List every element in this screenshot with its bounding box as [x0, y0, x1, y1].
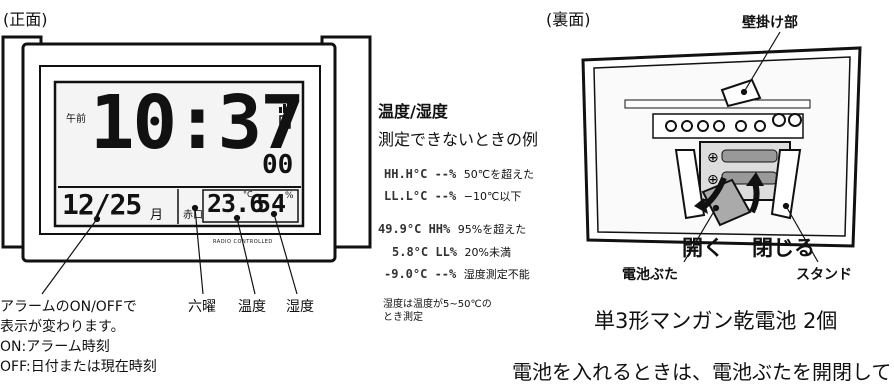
humidity-label: 湿度 — [286, 299, 314, 315]
temperature-unit: °C — [243, 190, 253, 199]
example-row: -9.0°C --% 湿度測定不能 — [384, 266, 530, 282]
wall-hook-label: 壁掛け部 — [742, 15, 798, 31]
example-display: 49.9°C HH% — [378, 222, 451, 236]
measure-title: 温度/湿度 — [378, 102, 448, 121]
example-display: -9.0°C --% — [384, 267, 457, 281]
stand-label: スタンド — [796, 267, 852, 283]
back-heading: (裏面) — [546, 10, 591, 29]
back-clock: ⊕ ⊕ — [581, 46, 862, 248]
front-clock — [1, 35, 372, 263]
example-text: 50℃を超えた — [463, 168, 535, 181]
front-heading: (正面) — [3, 10, 48, 29]
battery-info: 単3形マンガン乾電池 2個 — [594, 309, 838, 333]
example-row: HH.H°C --% 50℃を超えた — [384, 166, 534, 182]
wall-hook-icon — [720, 78, 762, 108]
stand-left — [674, 149, 706, 220]
open-label: 開く — [682, 236, 724, 260]
date-unit: 月 — [150, 208, 164, 223]
time-display: 10:37 — [90, 80, 305, 166]
front-leaders — [41, 204, 298, 295]
alarm-mark-icon — [279, 115, 291, 129]
rokuyo-label: 六曜 — [188, 299, 216, 315]
humidity-unit: % — [285, 191, 294, 201]
close-label: 閉じる — [752, 236, 815, 260]
example-text: 95%を超えた — [457, 223, 527, 236]
seconds-display: 00 — [262, 150, 294, 180]
example-text: −10℃以下 — [463, 190, 522, 203]
example-text: 20%未満 — [464, 246, 511, 259]
example-row: 5.8°C LL% 20%未満 — [392, 244, 511, 260]
example-text: 湿度測定不能 — [463, 268, 530, 281]
svg-text:⊕: ⊕ — [707, 172, 719, 188]
temperature-display: 23.6 — [207, 189, 264, 218]
brand-label: RADIO CONTROLLED — [213, 239, 273, 245]
alarm-label-line2: 表示が変わります。 — [0, 319, 125, 335]
example-display: HH.H°C --% — [384, 167, 457, 181]
measure-note-line2: とき測定 — [383, 312, 423, 323]
measure-note-line1: 湿度は温度が5~50℃の — [383, 299, 492, 310]
example-display: LL.L°C --% — [384, 189, 457, 203]
battery-cover-label: 電池ぶた — [622, 267, 678, 283]
example-row: 49.9°C HH% 95%を超えた — [378, 221, 526, 237]
example-display: 5.8°C LL% — [392, 245, 458, 259]
measure-subtitle: 測定できないときの例 — [378, 130, 539, 149]
stand-right — [770, 149, 802, 220]
example-row: LL.L°C --% −10℃以下 — [384, 188, 521, 204]
svg-text:⊕: ⊕ — [707, 150, 719, 166]
date-display: 12/25 — [62, 188, 142, 221]
lcd-panel — [53, 80, 305, 228]
temperature-label: 温度 — [238, 299, 266, 315]
ampm-indicator: 午前 — [66, 114, 86, 125]
humidity-display: 54 — [256, 189, 287, 218]
back-leaders — [683, 31, 819, 263]
alarm-label-off: OFF:日付または現在時刻 — [0, 359, 157, 375]
alarm-label-on: ON:アラーム時刻 — [0, 339, 110, 355]
battery-instruction: 電池を入れるときは、電池ぶたを開閉して — [512, 360, 892, 384]
rokuyo-display: 赤口 — [183, 210, 203, 221]
alarm-label-title: アラームのON/OFFで — [0, 299, 137, 315]
